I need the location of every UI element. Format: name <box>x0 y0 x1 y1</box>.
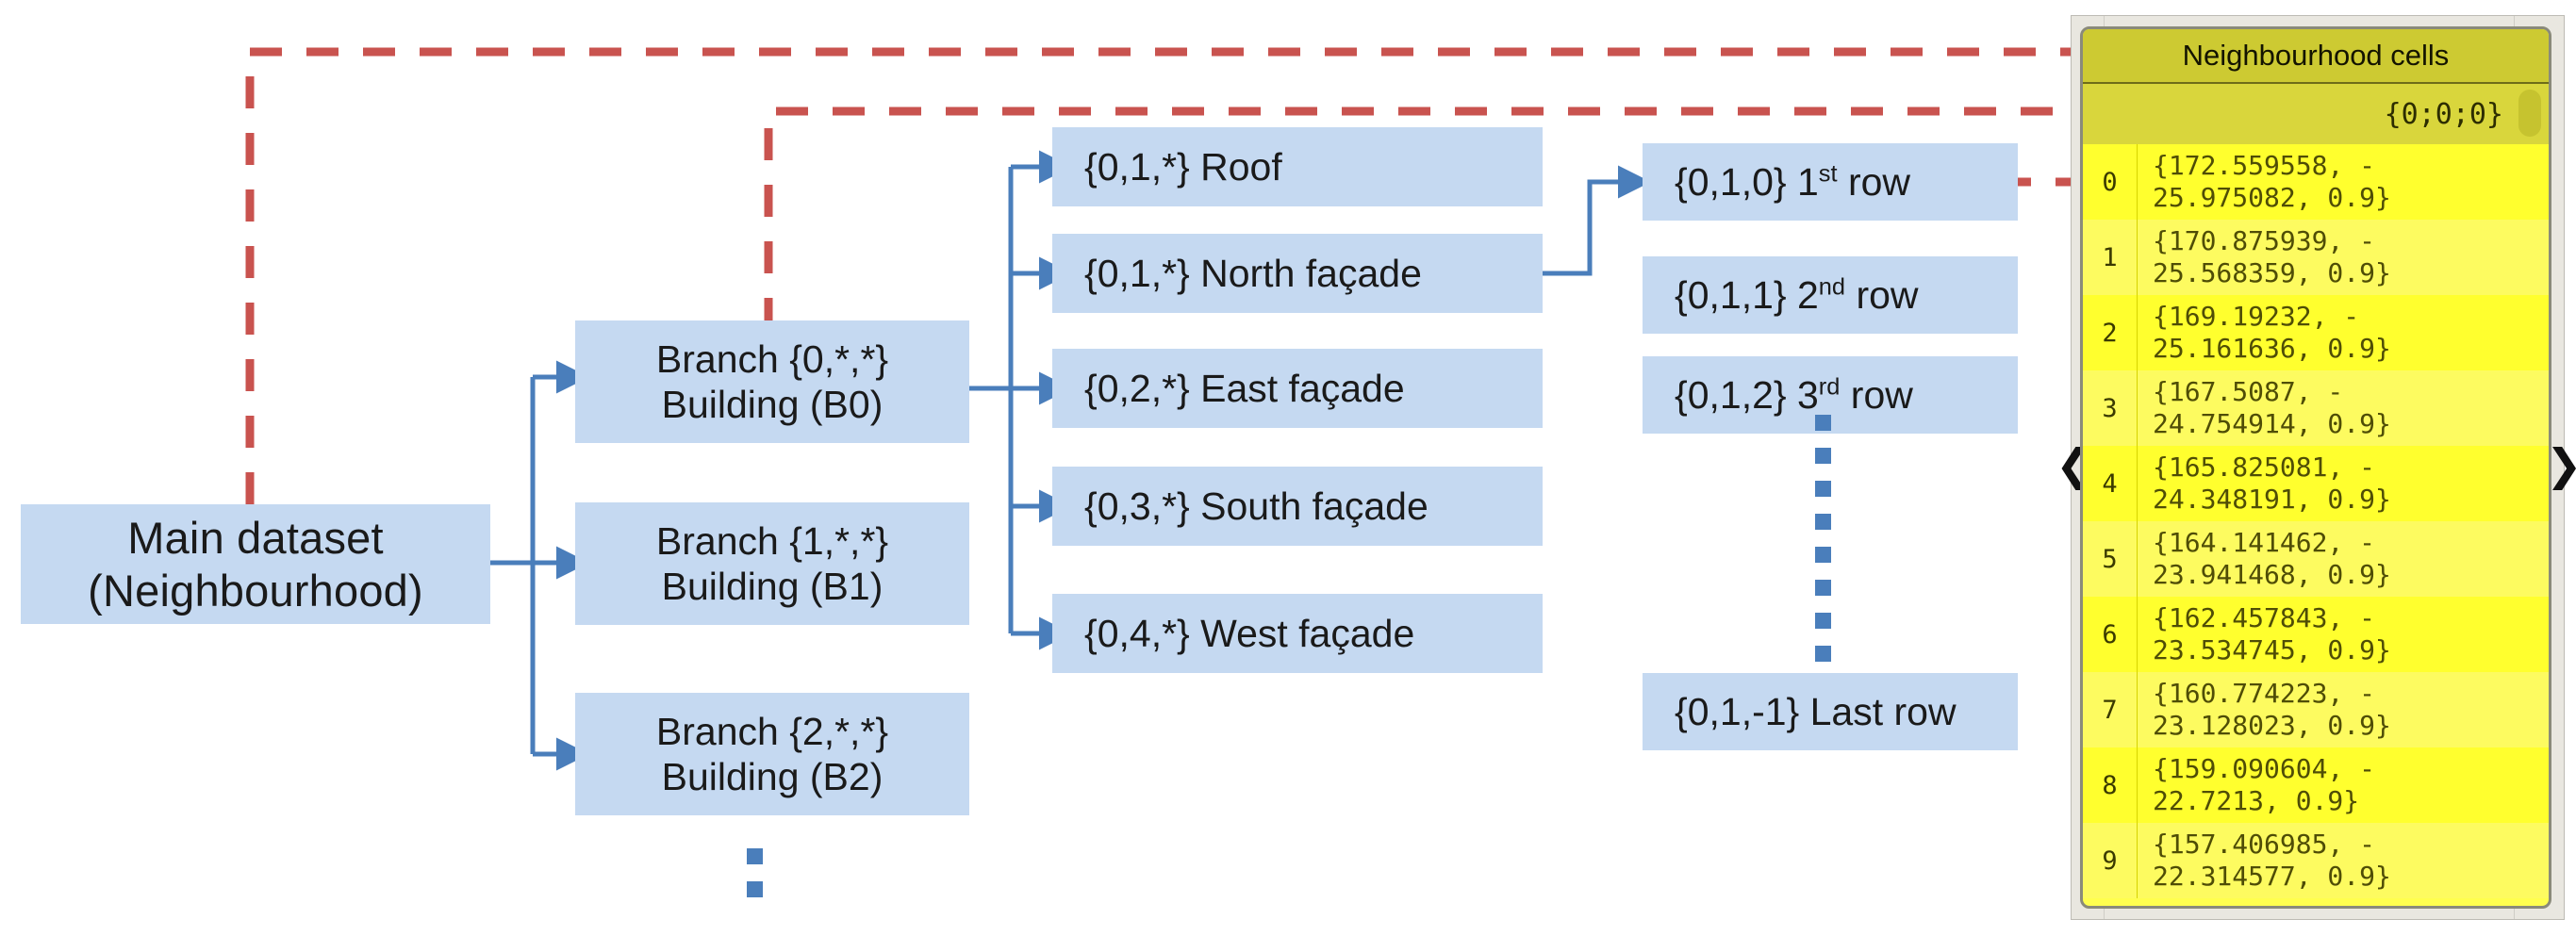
node-branch-b1[interactable]: Branch {1,*,*} Building (B1) <box>575 502 969 625</box>
neighbourhood-cells-panel[interactable]: Neighbourhood cells {0;0;0} 0 {172.55955… <box>2080 26 2551 909</box>
list-item-index: 2 <box>2083 295 2138 370</box>
node-branch-b2-line1: Branch {2,*,*} <box>655 709 889 753</box>
list-item[interactable]: 6 {162.457843, - 23.534745, 0.9} <box>2083 597 2549 672</box>
list-item[interactable]: 7 {160.774223, - 23.128023, 0.9} <box>2083 672 2549 747</box>
panel-path-row[interactable]: {0;0;0} <box>2083 84 2549 144</box>
list-item[interactable]: 8 {159.090604, - 22.7213, 0.9} <box>2083 747 2549 823</box>
list-item-value: {169.19232, - 25.161636, 0.9} <box>2153 300 2391 364</box>
list-item-index: 7 <box>2083 672 2138 747</box>
node-row-1st-tail: row <box>1847 159 1911 204</box>
list-item-index: 3 <box>2083 370 2138 446</box>
node-row-3rd-index: {0,1,2} <box>1675 372 1787 417</box>
node-row-3rd-suffix: rd <box>1818 373 1841 401</box>
panel-data-rows[interactable]: 0 {172.559558, - 25.975082, 0.9} 1 {170.… <box>2083 144 2549 898</box>
list-item-index: 4 <box>2083 446 2138 521</box>
list-item-index: 5 <box>2083 521 2138 597</box>
node-row-2nd-index: {0,1,1} <box>1675 272 1787 317</box>
node-row-last[interactable]: {0,1,-1} Last row <box>1643 673 2018 750</box>
panel-scroll-thumb[interactable] <box>2518 90 2541 137</box>
node-row-3rd-tail: row <box>1850 372 1913 417</box>
list-item[interactable]: 5 {164.141462, - 23.941468, 0.9} <box>2083 521 2549 597</box>
node-part-roof[interactable]: {0,1,*} Roof <box>1052 127 1543 206</box>
branch-ellipsis <box>747 848 763 914</box>
list-item-value: {172.559558, - 25.975082, 0.9} <box>2153 149 2391 213</box>
list-item-value: {159.090604, - 22.7213, 0.9} <box>2153 752 2376 816</box>
list-item-index: 6 <box>2083 597 2138 672</box>
list-item-value: {167.5087, - 24.754914, 0.9} <box>2153 375 2391 439</box>
node-branch-b1-line1: Branch {1,*,*} <box>655 518 889 563</box>
list-item-index: 1 <box>2083 220 2138 295</box>
panel-path-value: {0;0;0} <box>2384 97 2503 131</box>
list-item-value: {157.406985, - 22.314577, 0.9} <box>2153 828 2391 892</box>
node-row-2nd-ordinal: 2 <box>1796 272 1819 317</box>
list-item[interactable]: 2 {169.19232, - 25.161636, 0.9} <box>2083 295 2549 370</box>
list-item-index: 8 <box>2083 747 2138 823</box>
list-item-value: {165.825081, - 24.348191, 0.9} <box>2153 451 2391 515</box>
list-item-index: 9 <box>2083 823 2138 898</box>
node-part-west-facade[interactable]: {0,4,*} West façade <box>1052 594 1543 673</box>
list-item[interactable]: 9 {157.406985, - 22.314577, 0.9} <box>2083 823 2549 898</box>
node-main-dataset-line2: (Neighbourhood) <box>88 565 423 616</box>
list-item-value: {164.141462, - 23.941468, 0.9} <box>2153 526 2391 590</box>
node-row-1st-index: {0,1,0} <box>1675 159 1787 204</box>
node-branch-b1-line2: Building (B1) <box>661 565 883 608</box>
node-branch-b0-line1: Branch {0,*,*} <box>655 337 889 381</box>
node-branch-b0-line2: Building (B0) <box>661 383 883 426</box>
node-main-dataset[interactable]: Main dataset (Neighbourhood) <box>21 504 490 624</box>
node-row-3rd-ordinal: 3 <box>1796 372 1819 417</box>
node-part-north-facade[interactable]: {0,1,*} North façade <box>1052 234 1543 313</box>
list-item[interactable]: 3 {167.5087, - 24.754914, 0.9} <box>2083 370 2549 446</box>
node-part-east-facade[interactable]: {0,2,*} East façade <box>1052 349 1543 428</box>
list-item[interactable]: 0 {172.559558, - 25.975082, 0.9} <box>2083 144 2549 220</box>
panel-title: Neighbourhood cells <box>2083 29 2549 84</box>
node-row-1st-suffix: st <box>1818 160 1838 188</box>
list-item[interactable]: 1 {170.875939, - 25.568359, 0.9} <box>2083 220 2549 295</box>
list-item-value: {162.457843, - 23.534745, 0.9} <box>2153 601 2391 665</box>
node-row-2nd[interactable]: {0,1,1} 2nd row <box>1643 256 2018 334</box>
list-item-index: 0 <box>2083 144 2138 220</box>
node-row-2nd-tail: row <box>1856 272 1919 317</box>
node-row-2nd-suffix: nd <box>1818 273 1846 301</box>
row-ellipsis <box>1815 415 1831 679</box>
list-item-value: {160.774223, - 23.128023, 0.9} <box>2153 677 2391 741</box>
node-row-1st-ordinal: 1 <box>1796 159 1819 204</box>
node-main-dataset-line1: Main dataset <box>127 513 384 564</box>
list-item[interactable]: 4 {165.825081, - 24.348191, 0.9} <box>2083 446 2549 521</box>
node-branch-b2[interactable]: Branch {2,*,*} Building (B2) <box>575 693 969 815</box>
node-branch-b0[interactable]: Branch {0,*,*} Building (B0) <box>575 320 969 443</box>
list-item-value: {170.875939, - 25.568359, 0.9} <box>2153 224 2391 288</box>
node-part-south-facade[interactable]: {0,3,*} South façade <box>1052 467 1543 546</box>
node-branch-b2-line2: Building (B2) <box>661 755 883 798</box>
node-row-1st[interactable]: {0,1,0} 1st row <box>1643 143 2018 221</box>
